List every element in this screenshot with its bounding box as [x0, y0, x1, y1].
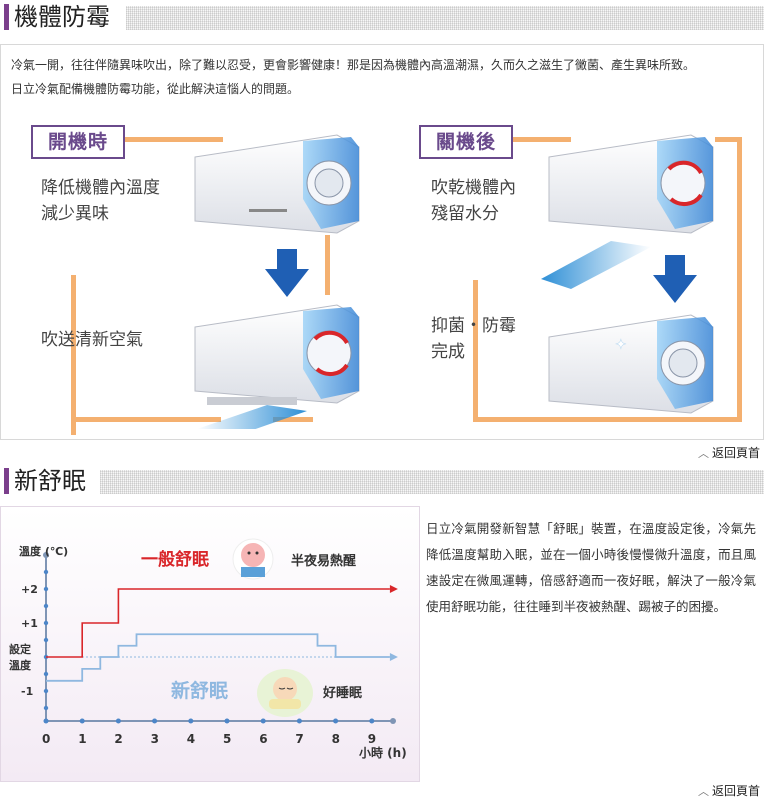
x-axis-dot [152, 718, 158, 724]
y-axis-dot [43, 620, 49, 626]
y-tick-label: +2 [21, 583, 38, 596]
x-axis-dot [79, 718, 85, 724]
off-step1-line2: 殘留水分 [431, 204, 499, 224]
on-step1-text: 降低機體內溫度 減少異味 [41, 175, 160, 227]
x-tick-label: 0 [42, 732, 50, 746]
y-tick-label: -1 [21, 685, 33, 698]
x-axis-dot [224, 718, 230, 724]
x-axis-dot [115, 718, 121, 724]
back-to-top-label: 返回頁首 [711, 784, 760, 798]
back-to-top-link[interactable]: ︿返回頁首 [698, 444, 760, 461]
off-step1-line1: 吹乾機體內 [431, 178, 516, 198]
x-tick-label: 4 [187, 732, 195, 746]
x-axis-dot [369, 718, 375, 724]
y-tick-label: 溫度 [9, 658, 32, 672]
cycle-line [475, 417, 741, 422]
cycle-line [715, 137, 741, 142]
off-step1-text: 吹乾機體內 殘留水分 [431, 175, 516, 227]
series-arrow-0 [389, 585, 398, 593]
x-tick-label: 3 [151, 732, 159, 746]
section-header-sleep: 新舒眠 [0, 464, 764, 498]
series-annotation: 半夜易熱醒 [291, 553, 356, 569]
series-arrow-1 [389, 653, 398, 661]
cycle-line [325, 235, 330, 295]
y-tick-label: 設定 [9, 642, 31, 656]
x-tick-label: 1 [78, 732, 86, 746]
x-axis-label: 小時 (h) [359, 745, 407, 760]
on-step1-line1: 降低機體內溫度 [41, 178, 160, 198]
y-axis-end [43, 552, 49, 558]
section-accent-bar [4, 4, 9, 30]
section-title: 新舒眠 [14, 467, 86, 495]
x-tick-label: 7 [295, 732, 303, 746]
series-name: 一般舒眠 [141, 549, 209, 570]
y-axis-label: 溫度 (℃) [19, 544, 68, 558]
x-axis-dot [333, 718, 339, 724]
chevron-up-icon: ︿ [697, 447, 709, 460]
mold-panel: 冷氣一開，往往伴隨異味吹出，除了難以忍受，更會影響健康！那是因為機體內高溫潮濕，… [0, 44, 764, 440]
cycle-line [461, 137, 571, 142]
section-accent-bar [4, 468, 9, 494]
y-axis-dot [43, 603, 49, 609]
y-axis-dot [43, 705, 49, 711]
x-tick-label: 8 [332, 732, 340, 746]
cycle-line [737, 137, 742, 422]
section-header-mold: 機體防霉 [0, 0, 764, 34]
cycle-line [273, 417, 313, 422]
mold-intro-line2: 日立冷氣配備機體防霉功能，從此解決這惱人的問題。 [11, 82, 300, 96]
ac-unit-illustration-on [194, 134, 360, 429]
on-label: 開機時 [31, 125, 125, 159]
x-tick-label: 6 [259, 732, 267, 746]
x-axis-end [390, 718, 396, 724]
y-axis-dot [43, 671, 49, 677]
y-axis-dot [43, 569, 49, 575]
sleep-face-icon [257, 669, 313, 717]
cycle-line [73, 137, 223, 142]
off-step2-line2: 完成 [431, 342, 465, 362]
sleep-description: 日立冷氣開發新智慧「舒眠」裝置，在溫度設定後，冷氣先降低溫度幫助入眠，並在一個小… [426, 521, 756, 614]
x-tick-label: 2 [114, 732, 122, 746]
y-tick-label: +1 [21, 617, 38, 630]
off-step2-line1: 抑菌・防霉 [431, 316, 516, 336]
mold-intro-line1: 冷氣一開，往往伴隨異味吹出，除了難以忍受，更會影響健康！那是因為機體內高溫潮濕，… [11, 58, 696, 72]
ac-unit-illustration-off: ✦ [541, 134, 714, 414]
series-name: 新舒眠 [171, 679, 228, 702]
svg-text:✦: ✦ [615, 337, 627, 353]
header-pattern [100, 470, 764, 494]
y-axis-dot [43, 586, 49, 592]
on-step2-text: 吹送清新空氣 [41, 330, 143, 350]
x-axis-dot [296, 718, 302, 724]
section-title: 機體防霉 [14, 3, 110, 31]
cycle-line [71, 275, 76, 435]
off-step2-text: 抑菌・防霉 完成 [431, 313, 516, 365]
cycle-line [473, 280, 478, 422]
header-pattern [126, 6, 764, 30]
back-to-top-label: 返回頁首 [711, 446, 760, 460]
on-step1-line2: 減少異味 [41, 204, 109, 224]
back-to-top-link[interactable]: ︿返回頁首 [698, 782, 760, 799]
x-axis-dot [260, 718, 266, 724]
x-axis-dot [188, 718, 194, 724]
y-axis-dot [43, 688, 49, 694]
y-axis-dot [43, 637, 49, 643]
hot-face-icon [232, 538, 274, 580]
x-tick-label: 9 [368, 732, 376, 746]
series-line-1 [46, 633, 390, 682]
cycle-line [71, 417, 221, 422]
x-tick-label: 5 [223, 732, 231, 746]
series-line-0 [46, 588, 390, 658]
off-label: 關機後 [419, 125, 513, 159]
series-annotation: 好睡眠 [322, 685, 362, 701]
x-axis-dot [43, 718, 49, 724]
chevron-up-icon: ︿ [697, 785, 709, 798]
